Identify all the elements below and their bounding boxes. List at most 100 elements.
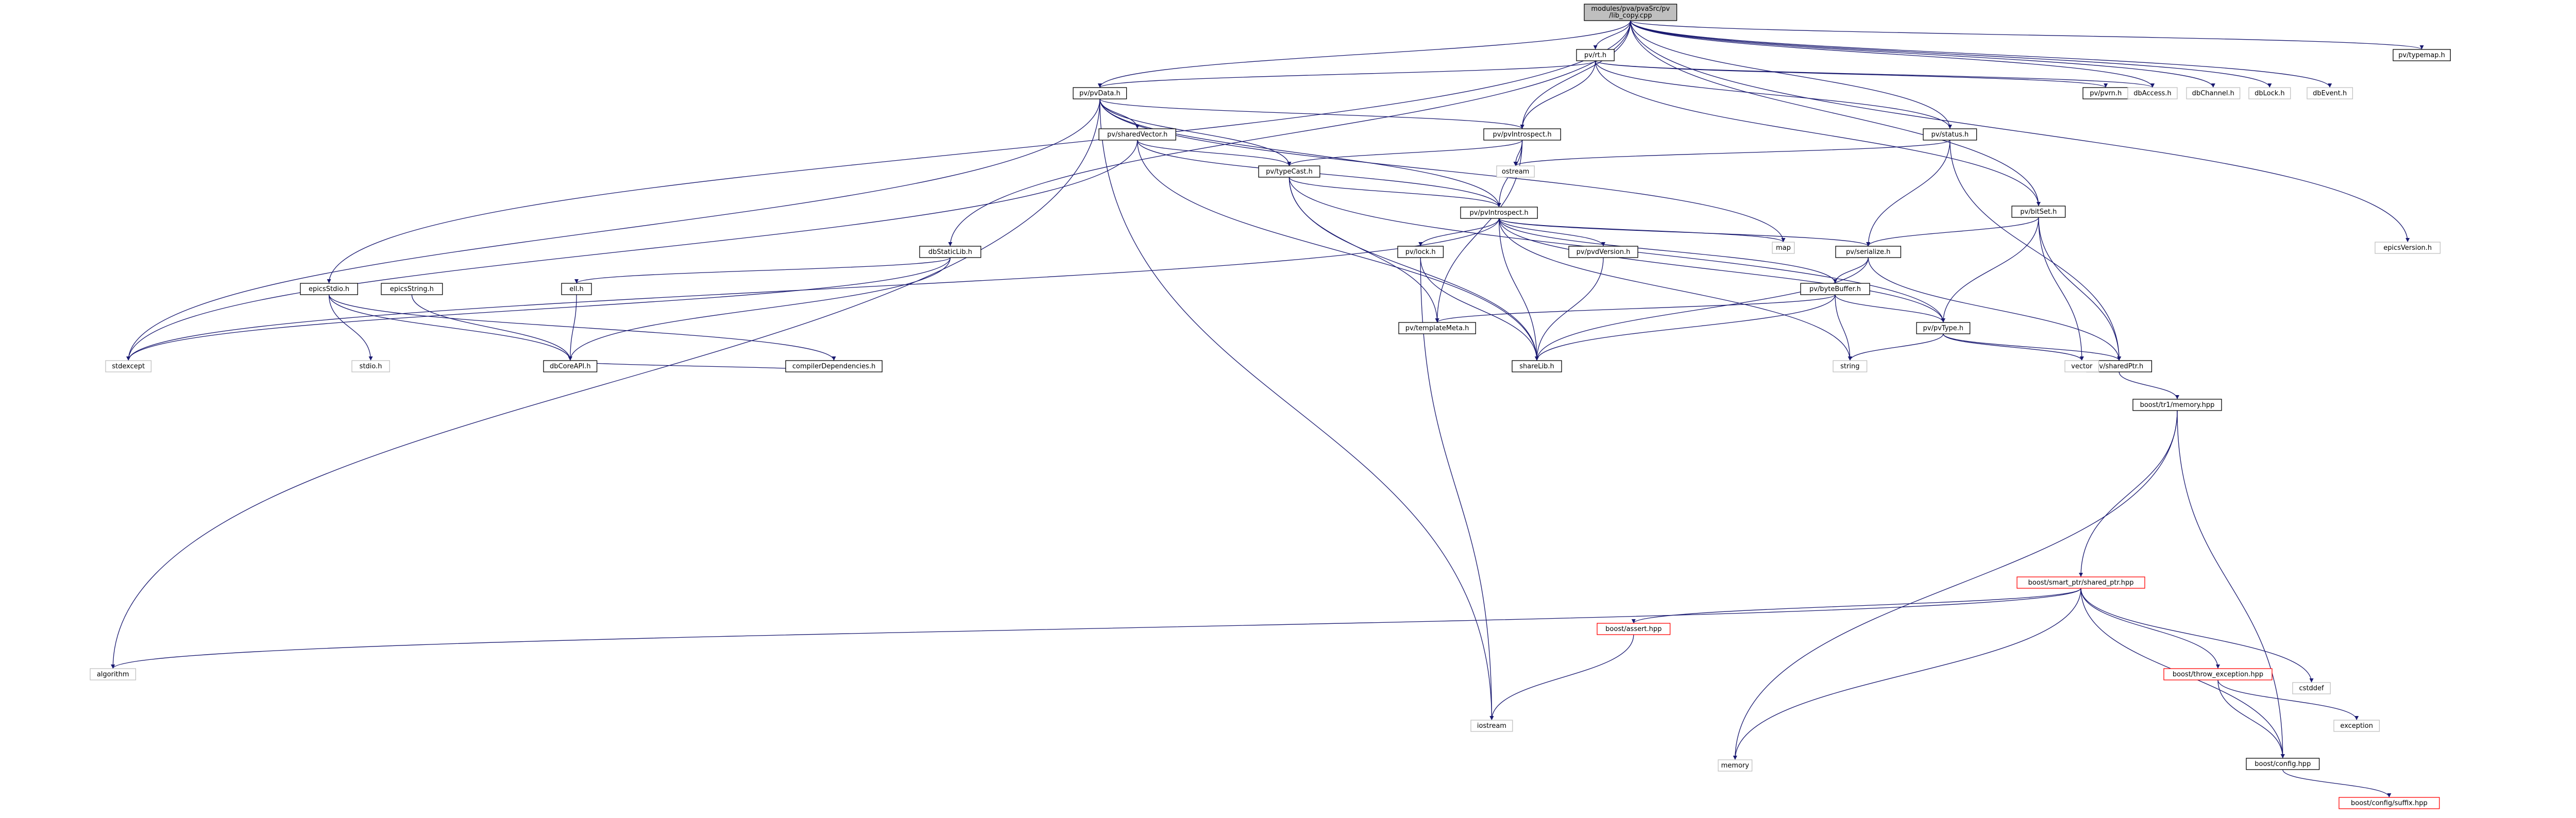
- edge-arrowhead: [1947, 125, 1952, 129]
- node-pvdata[interactable]: pv/pvData.h: [1073, 87, 1127, 99]
- node-pvbytebuffer[interactable]: pv/byteBuffer.h: [1800, 283, 1870, 295]
- edge-pvbitset-to-pvsharedptr: [2038, 217, 2120, 361]
- node-root[interactable]: modules/pva/pvaSrc/pv/lib_copy.cpp: [1584, 4, 1677, 21]
- node-label: pv/pvIntrospect.h: [1470, 209, 1529, 217]
- edge-pvintrospect-to-pvbytebuffer: [1498, 218, 1836, 284]
- node-ptypemap[interactable]: pv/typemap.h: [2393, 49, 2451, 61]
- node-label: pv/bitSet.h: [2020, 208, 2057, 216]
- edge-pvdata-to-map: [1099, 98, 1784, 243]
- node-elllib[interactable]: ell.h: [561, 283, 592, 295]
- node-box: [1718, 759, 1753, 772]
- node-dbaccess[interactable]: dbAccess.h: [2127, 87, 2178, 99]
- node-label: vector: [2071, 363, 2093, 370]
- node-memory[interactable]: memory: [1718, 759, 1753, 772]
- node-map[interactable]: map: [1772, 242, 1795, 254]
- node-box: [1512, 360, 1562, 372]
- edge-dbstaticlib-to-elllib: [576, 257, 951, 284]
- node-label: pv/lock.h: [1405, 248, 1436, 256]
- node-boostassert[interactable]: boost/assert.hpp: [1597, 623, 1671, 635]
- node-dbevent[interactable]: dbEvent.h: [2307, 87, 2353, 99]
- node-dblock[interactable]: dbLock.h: [2248, 87, 2291, 99]
- node-boostconfig[interactable]: boost/config.hpp: [2246, 758, 2320, 770]
- node-compilerdep[interactable]: compilerDependencies.h: [785, 360, 883, 372]
- node-pvstatus[interactable]: pv/status.h: [1923, 128, 1977, 141]
- node-pvlock[interactable]: pv/lock.h: [1397, 246, 1444, 258]
- edge-boostsharedptr-to-algorithm: [112, 588, 2081, 669]
- edge-pvbytebuffer-to-sharedlib: [1536, 294, 1836, 361]
- node-box: [1800, 283, 1870, 295]
- node-label: pv/pvrn.h: [2090, 90, 2122, 97]
- node-box: [2248, 87, 2291, 99]
- edge-arrowhead: [2280, 754, 2285, 758]
- node-boostmemory[interactable]: boost/tr1/memory.hpp: [2132, 399, 2222, 411]
- node-pvtemplatemeta[interactable]: pv/templateMeta.h: [1398, 322, 1476, 334]
- edge-pvbytebuffer-to-string: [1835, 294, 1851, 361]
- edge-boostmemory-to-boostsharedptr: [2080, 410, 2178, 577]
- node-epicsversion[interactable]: epicsVersion.h: [2375, 242, 2441, 254]
- node-stdioh[interactable]: stdio.h: [351, 360, 390, 372]
- edge-epicsstring-to-dbcomapi: [411, 294, 571, 361]
- node-label: memory: [1721, 762, 1750, 770]
- edge-arrowhead: [1941, 318, 1945, 322]
- node-vector[interactable]: vector: [2064, 360, 2099, 372]
- edge-pvlock-to-iostream: [1420, 257, 1493, 721]
- node-string[interactable]: string: [1833, 360, 1868, 372]
- edge-arrowhead: [832, 356, 836, 361]
- node-pvpvscalar[interactable]: pv/pvIntrospect.h: [1483, 128, 1561, 141]
- edge-pvpvscalar-to-pvtypecast: [1289, 140, 1523, 166]
- edge-arrowhead: [2175, 395, 2179, 399]
- edge-pvdata-to-iostream: [1099, 98, 1493, 721]
- node-label: pv/pvdVersion.h: [1577, 248, 1631, 256]
- edge-arrowhead: [2328, 83, 2332, 88]
- node-box: [1098, 128, 1176, 141]
- node-pvintrospect[interactable]: pv/pvIntrospect.h: [1460, 207, 1538, 219]
- node-epicsstdio[interactable]: epicsStdio.h: [300, 283, 358, 295]
- edge-elllib-to-dbcomapi: [570, 294, 577, 361]
- node-dbchannel[interactable]: dbChannel.h: [2186, 87, 2241, 99]
- node-pvserialize[interactable]: pv/serialize.h: [1835, 246, 1902, 258]
- edge-arrowhead: [2117, 356, 2122, 361]
- edge-pvh-to-pvdata: [1099, 60, 1596, 88]
- node-box: [1496, 165, 1535, 178]
- node-pvtypecast[interactable]: pv/typeCast.h: [1258, 165, 1320, 178]
- edge-arrowhead: [1513, 162, 1518, 166]
- node-ostream[interactable]: ostream: [1496, 165, 1535, 178]
- node-box: [1584, 4, 1677, 21]
- node-epicsstring[interactable]: epicsString.h: [381, 283, 443, 295]
- node-iostream[interactable]: iostream: [1470, 720, 1513, 732]
- node-pvdversion[interactable]: pv/pvdVersion.h: [1568, 246, 1638, 258]
- node-box: [1916, 322, 1971, 334]
- node-label: boost/smart_ptr/shared_ptr.hpp: [2028, 579, 2134, 587]
- node-pvtype[interactable]: pv/pvType.h: [1916, 322, 1971, 334]
- edge-pvtypecast-to-sharedlib: [1289, 177, 1537, 361]
- node-pvsharedvector[interactable]: pv/sharedVector.h: [1098, 128, 1176, 141]
- node-pvh[interactable]: pv/rt.h: [1576, 49, 1615, 61]
- node-pvbitset[interactable]: pv/bitSet.h: [2011, 206, 2066, 218]
- node-boostsuffix[interactable]: boost/config/suffix.hpp: [2338, 797, 2440, 809]
- node-box: [2186, 87, 2241, 99]
- node-label: pv/pvType.h: [1923, 325, 1964, 332]
- node-boostthrow[interactable]: boost/throw_exception.hpp: [2163, 668, 2273, 680]
- node-dbcomapi[interactable]: dbCoreAPI.h: [543, 360, 598, 372]
- edge-pvbitset-to-vector: [2038, 217, 2082, 361]
- edge-pvdata-to-stdexcept: [128, 98, 1100, 361]
- edge-pvstatus-to-pvserialize: [1868, 140, 1951, 247]
- node-pvreqn[interactable]: pv/pvrn.h: [2082, 87, 2129, 99]
- node-stdexcept[interactable]: stdexcept: [105, 360, 152, 372]
- node-label: map: [1776, 244, 1791, 252]
- node-algorithm[interactable]: algorithm: [90, 668, 137, 680]
- node-sharedlib[interactable]: shareLib.h: [1512, 360, 1562, 372]
- edge-pvdata-to-pvpvscalar: [1099, 98, 1523, 129]
- edge-root-to-dbstaticlib: [950, 20, 1631, 247]
- node-dbstaticlib[interactable]: dbStaticLib.h: [919, 246, 981, 258]
- node-exception[interactable]: exception: [2333, 720, 2380, 732]
- node-boostsharedptr[interactable]: boost/smart_ptr/shared_ptr.hpp: [2016, 576, 2145, 589]
- edge-arrowhead: [368, 356, 373, 361]
- node-box: [1398, 322, 1476, 334]
- edge-pvserialize-to-sharedlib: [1536, 257, 1869, 361]
- edge-boostassert-to-iostream: [1491, 634, 1634, 721]
- node-label: pv/typeCast.h: [1266, 168, 1313, 176]
- node-cstddef[interactable]: cstddef: [2292, 682, 2331, 694]
- node-box: [351, 360, 390, 372]
